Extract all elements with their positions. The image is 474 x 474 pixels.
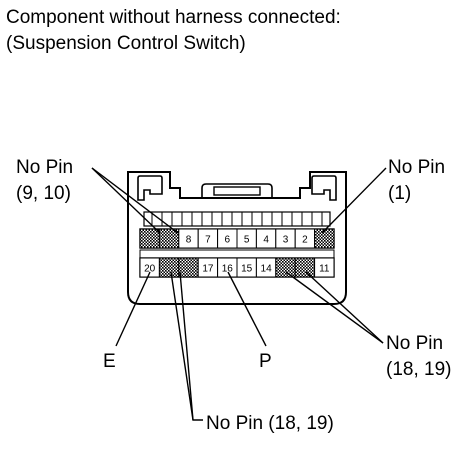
bottom-pin-cell-7 <box>275 257 296 278</box>
no-pin-right-label: No Pin <box>388 157 446 178</box>
bottom-pin-cell-8 <box>294 257 316 278</box>
right-lock <box>311 175 337 201</box>
top-pin-pin-label: 8 <box>186 235 192 246</box>
no-pin-right-numbers: (1) <box>388 183 412 204</box>
title-line-1: Component without harness connected: <box>6 7 341 28</box>
bottom-pin-pin-label: 14 <box>261 264 273 275</box>
bottom-pin-cell-1 <box>158 257 180 278</box>
power-terminal-label: P <box>259 351 272 372</box>
top-pin-cell-9 <box>314 228 335 249</box>
top-pin-pin-label: 5 <box>244 235 250 246</box>
no-pin-lower-right-label: No Pin <box>386 333 444 354</box>
top-pin-pin-label: 2 <box>302 235 308 246</box>
no-pin-lower-right-numbers: (18, 19) <box>386 359 452 380</box>
no-pin-left-label: No Pin <box>16 157 74 178</box>
top-pin-pin-label: 4 <box>263 235 269 246</box>
no-pin-bottom-label: No Pin (18, 19) <box>206 413 334 434</box>
bottom-pin-pin-label: 20 <box>144 264 156 275</box>
bottom-pin-pin-label: 15 <box>241 264 253 275</box>
top-pin-cells: 8 7 6 5 4 3 2 <box>139 228 335 249</box>
bottom-pin-cell-9 <box>314 257 335 278</box>
no-pin-left-numbers: (9, 10) <box>16 183 71 204</box>
bottom-pin-cell-2 <box>178 257 199 278</box>
bottom-pin-pin-label: 16 <box>222 264 234 275</box>
bottom-pin-cells: 20 17 16 15 14 11 <box>139 257 335 278</box>
ground-terminal-label: E <box>103 351 116 372</box>
rib-strip <box>143 211 331 227</box>
connector-housing <box>127 171 347 305</box>
leader-lines <box>91 167 387 421</box>
top-pin-pin-label: 3 <box>283 235 289 246</box>
top-pin-pin-label: 6 <box>225 235 231 246</box>
bottom-pin-pin-label: 11 <box>319 264 330 275</box>
lower-key <box>139 249 335 258</box>
connector-latch <box>201 183 273 198</box>
top-pin-cell-0 <box>139 228 160 249</box>
title-line-2: (Suspension Control Switch) <box>6 33 246 54</box>
rib-ticks <box>151 212 323 226</box>
bottom-pin-pin-label: 17 <box>202 264 214 275</box>
left-lock <box>137 175 163 201</box>
top-pin-pin-label: 7 <box>205 235 211 246</box>
latch-slot <box>213 186 261 196</box>
